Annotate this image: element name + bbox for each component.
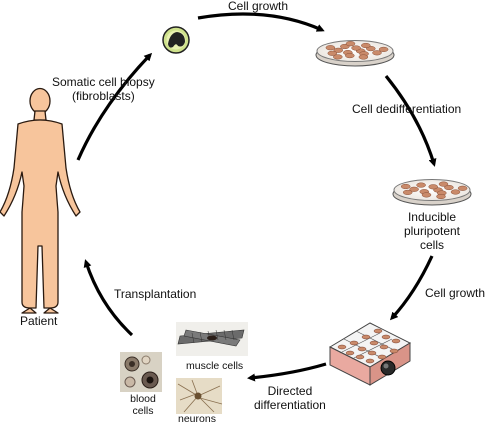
cell-blob [357,346,367,352]
petri-dish-icon [315,40,395,67]
label-ipsc: Inducible pluripotent cells [400,210,464,252]
cell-blob [369,340,379,346]
cell-blob [377,354,387,360]
cell-blob [400,183,411,190]
cell-blob [345,41,356,47]
label-neurons: neurons [178,413,216,425]
cell-blob [333,47,344,53]
arrow-cell-growth-top [197,12,325,32]
cell-blob [337,344,347,350]
cell-blob [361,42,371,49]
cell-blob [351,45,361,51]
cell-blob [367,350,377,356]
label-patient: Patient [20,314,58,328]
cell-blob [381,334,391,340]
ipsc-dish-icon [392,179,472,206]
cell-blob [450,189,461,195]
label-transplantation: Transplantation [114,287,197,301]
cell-blob [389,348,399,354]
neurons-image [176,378,223,414]
label-ipsc-line1: Inducible [407,210,457,224]
label-directed-line1: Directed [267,384,313,398]
muscle-cells-image [176,322,248,356]
arrow-dedifferentiation [384,74,437,167]
blood-cells-image [120,352,162,392]
label-directed-line2: differentiation [254,398,326,412]
label-ipsc-line3: cells [419,238,444,252]
cell-blob [438,181,449,187]
label-blood-cells: blood cells [126,393,160,417]
label-cell-growth-top: Cell growth [228,0,289,13]
cell-blob [379,344,389,350]
label-directed-differentiation: Directed differentiation [254,384,326,412]
fibroblast-cell-icon [162,26,190,54]
culture-flask-icon [328,322,412,386]
cell-blob [355,354,365,360]
human-body-icon [0,87,81,314]
label-ipsc-line2: pluripotent [403,224,461,238]
cell-blob [333,54,343,60]
cell-blob [421,192,432,198]
cell-blob [373,328,383,334]
cell-blob [361,334,371,340]
label-muscle-cells: muscle cells [186,360,244,372]
cell-blob [444,184,454,191]
cell-blob [327,50,338,56]
cell-blob [345,53,355,59]
cell-blob [325,45,336,51]
cell-blob [372,50,382,56]
arrow-transplantation [83,259,134,337]
arrow-biopsy [76,52,153,161]
label-cell-growth-right: Cell growth [425,286,486,300]
label-biopsy: Somatic cell biopsy (fibroblasts) [52,75,155,103]
cell-blob [365,358,375,364]
label-biopsy-line2: (fibroblasts) [72,89,135,103]
cell-blob [457,185,468,191]
label-biopsy-line1: Somatic cell biopsy [52,75,155,89]
arrow-cell-growth-right [389,255,434,321]
cell-blob [358,54,369,60]
label-blood-line1: blood [130,393,156,405]
cell-blob [428,184,438,190]
arrow-directed-differentiation [247,362,327,382]
cell-blob [416,182,426,188]
cell-blob [436,193,446,200]
cell-blob [345,350,355,356]
cell-blob [402,189,413,195]
cell-blob [349,340,359,346]
cell-blob [409,186,419,192]
label-blood-line2: cells [132,405,154,417]
label-dedifferentiation: Cell dedifferentiation [352,102,462,116]
cell-blob [378,46,389,52]
cell-blob [391,338,401,344]
